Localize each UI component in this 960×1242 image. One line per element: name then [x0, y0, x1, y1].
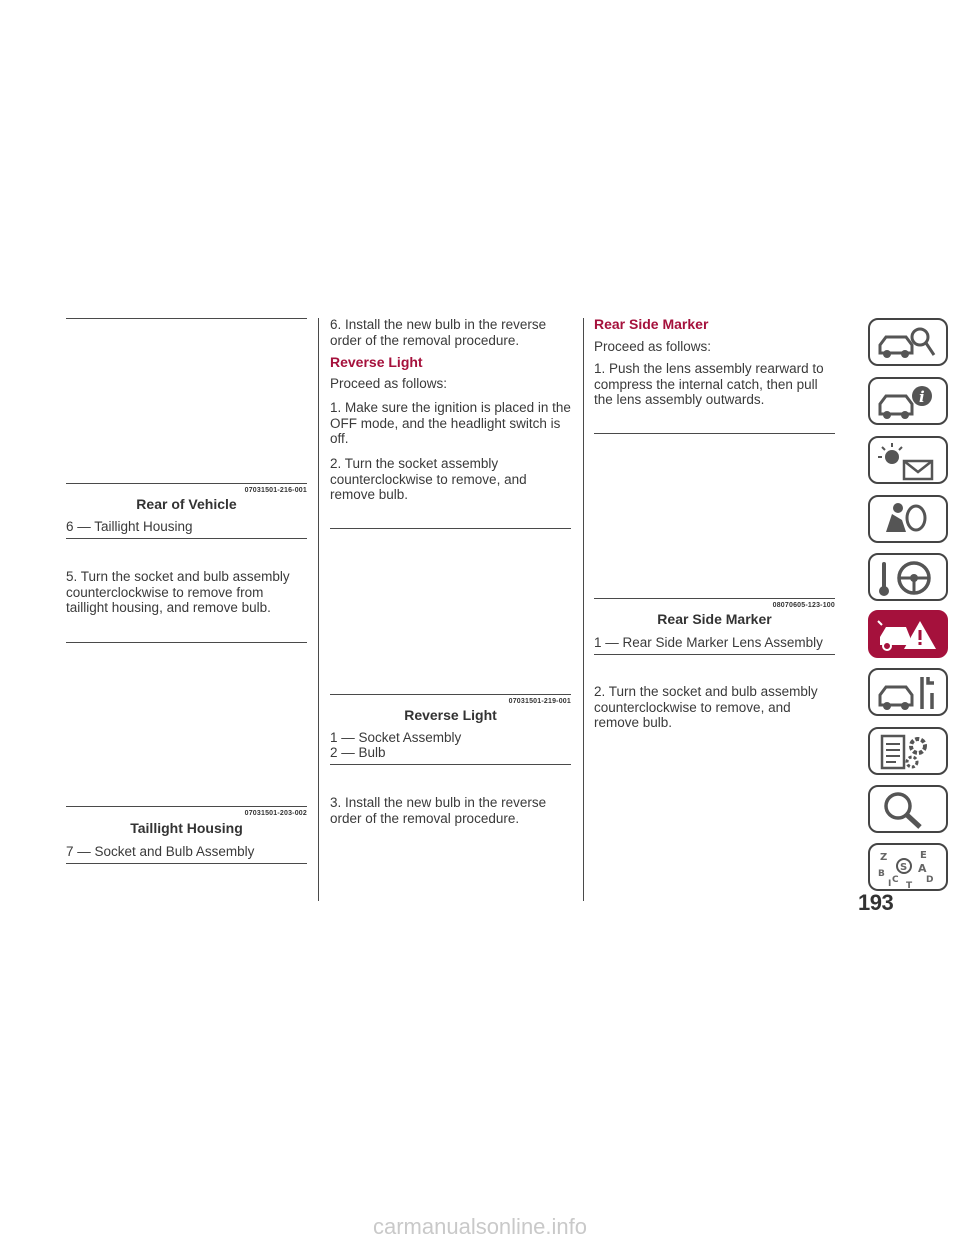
section-heading: Rear Side Marker — [594, 316, 709, 332]
tab-seat-airbag[interactable] — [868, 495, 948, 543]
breakdown-warning-icon — [877, 620, 936, 651]
tab-car-info[interactable]: i — [868, 377, 948, 425]
figure-bottom-rule — [330, 694, 571, 695]
figure-legend: 1 — Socket Assembly — [330, 730, 462, 745]
figure-caption: Reverse Light — [404, 707, 497, 723]
legend-rule — [66, 538, 307, 539]
step-text: 1. Make sure the ignition is placed in t… — [330, 400, 571, 446]
figure-code: 07031501-219-001 — [508, 698, 571, 705]
step-text: 1. Push the lens assembly rearward to co… — [594, 361, 824, 407]
svg-text:i: i — [919, 388, 925, 406]
steering-wheel-icon — [879, 561, 931, 596]
svg-text:C: C — [892, 875, 899, 885]
figure-caption: Rear of Vehicle — [136, 496, 237, 512]
svg-text:S: S — [900, 862, 907, 873]
svg-text:A: A — [918, 862, 927, 875]
figure-top-rule — [594, 433, 835, 434]
figure-legend: 2 — Bulb — [330, 745, 386, 760]
figure-legend: 6 — Taillight Housing — [66, 519, 193, 534]
legend-rule — [66, 863, 307, 864]
figure-caption: Rear Side Marker — [657, 611, 772, 627]
figure-legend: 7 — Socket and Bulb Assembly — [66, 844, 255, 859]
alphabet-index-icon: Z E S A B C D I T — [878, 850, 933, 888]
figure-legend: 1 — Rear Side Marker Lens Assembly — [594, 635, 823, 650]
seat-airbag-icon — [886, 503, 927, 532]
tab-warning-lights[interactable] — [868, 436, 948, 484]
car-search-icon — [878, 327, 936, 358]
tab-car-search[interactable] — [868, 318, 948, 366]
tab-steering-wheel[interactable] — [868, 553, 948, 601]
step-text: 6. Install the new bulb in the reverse o… — [330, 317, 547, 348]
legend-rule — [330, 764, 571, 765]
warning-lights-icon — [878, 443, 934, 481]
figure-top-rule — [66, 318, 307, 319]
figure-code: 07031501-203-002 — [244, 810, 307, 817]
tab-breakdown-warning[interactable] — [868, 610, 948, 658]
car-info-icon: i — [878, 386, 932, 419]
page-number: 193 — [858, 890, 894, 915]
intro-text: Proceed as follows: — [330, 376, 448, 391]
tab-car-wrench[interactable] — [868, 668, 948, 716]
figure-caption: Taillight Housing — [130, 820, 243, 836]
step-text: 2. Turn the socket assembly counterclock… — [330, 456, 527, 502]
tab-magnifier[interactable] — [868, 785, 948, 833]
svg-text:I: I — [888, 879, 891, 888]
figure-code: 08070605-123-100 — [772, 602, 835, 609]
step-text: 5. Turn the socket and bulb assembly cou… — [66, 569, 290, 615]
column-divider — [318, 318, 319, 901]
step-text: 3. Install the new bulb in the reverse o… — [330, 795, 547, 826]
magnifier-icon — [884, 792, 922, 829]
figure-bottom-rule — [66, 806, 307, 807]
figure-top-rule — [330, 528, 571, 529]
svg-text:D: D — [926, 875, 933, 885]
svg-text:Z: Z — [880, 852, 887, 863]
step-text: 2. Turn the socket and bulb assembly cou… — [594, 684, 818, 730]
legend-rule — [594, 654, 835, 655]
svg-text:E: E — [920, 850, 927, 861]
specs-gear-icon — [880, 734, 927, 770]
tab-specs-gear[interactable] — [868, 727, 948, 775]
tab-alphabet-index[interactable]: Z E S A B C D I T — [868, 843, 948, 891]
figure-top-rule — [66, 642, 307, 643]
svg-text:B: B — [878, 869, 885, 879]
figure-bottom-rule — [66, 483, 307, 484]
car-wrench-icon — [878, 677, 934, 710]
intro-text: Proceed as follows: — [594, 339, 712, 354]
figure-bottom-rule — [594, 598, 835, 599]
watermark: carmanualsonline.info — [0, 1212, 960, 1242]
svg-text:T: T — [906, 881, 913, 888]
section-heading: Reverse Light — [330, 354, 423, 370]
column-divider — [583, 318, 584, 901]
figure-code: 07031501-216-001 — [244, 487, 307, 494]
